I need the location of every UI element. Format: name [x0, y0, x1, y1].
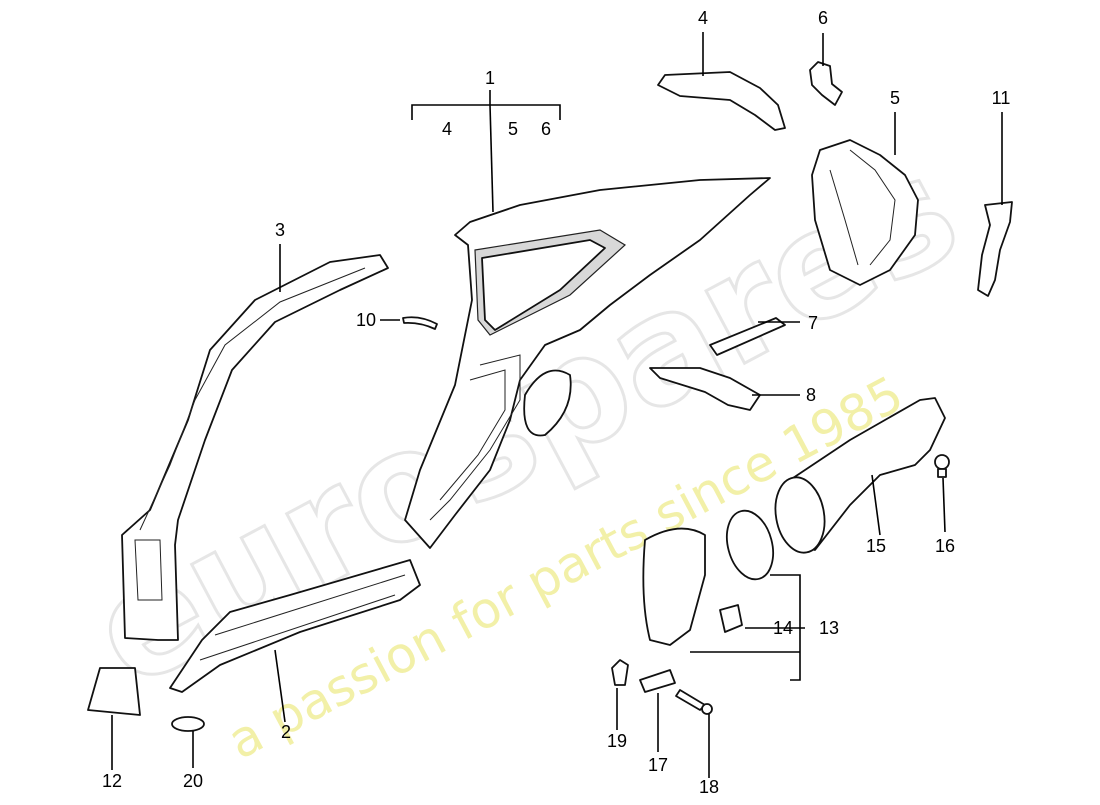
part-19 [611, 659, 629, 686]
callout-18: 18 [699, 777, 719, 797]
part-7 [709, 317, 786, 356]
part-10 [402, 316, 438, 330]
callout-3: 3 [275, 220, 285, 240]
part-6 [809, 61, 843, 106]
callout-11: 11 [992, 88, 1011, 108]
callout-sub-4: 4 [442, 119, 452, 139]
callout-14: 14 [773, 618, 793, 638]
callout-6: 6 [818, 8, 828, 28]
leader-lines [111, 32, 1003, 778]
part-17 [639, 669, 676, 693]
part-duct [774, 397, 946, 554]
part-gasket [725, 509, 775, 581]
callout-sub-5: 5 [508, 119, 518, 139]
part-20 [171, 716, 205, 732]
part-quarter-panel [404, 177, 771, 549]
callout-5: 5 [890, 88, 900, 108]
callout-19: 19 [607, 731, 627, 751]
callout-17: 17 [648, 755, 668, 775]
callout-16: 16 [935, 536, 955, 556]
part-14 [719, 604, 743, 633]
part-11 [977, 201, 1013, 297]
part-12 [87, 667, 141, 716]
part-sill [169, 559, 421, 693]
callout-20: 20 [183, 771, 203, 791]
callout-8: 8 [806, 385, 816, 405]
part-8 [649, 367, 761, 411]
callout-4: 4 [698, 8, 708, 28]
callout-sub-6: 6 [541, 119, 551, 139]
callout-13: 13 [819, 618, 839, 638]
callout-15: 15 [866, 536, 886, 556]
callout-1: 1 [485, 68, 495, 88]
callout-labels: 1 4 5 6 3 4 6 5 11 10 7 8 15 16 14 13 2 … [102, 8, 1010, 797]
callout-7: 7 [808, 313, 818, 333]
part-16 [934, 454, 950, 478]
part-4 [657, 71, 786, 131]
part-18 [675, 689, 713, 715]
part-grille [642, 527, 706, 646]
part-wheelhouse [811, 139, 919, 286]
part-a-pillar [121, 254, 389, 641]
callout-10: 10 [356, 310, 376, 330]
callout-2: 2 [281, 722, 291, 742]
callout-12: 12 [102, 771, 122, 791]
